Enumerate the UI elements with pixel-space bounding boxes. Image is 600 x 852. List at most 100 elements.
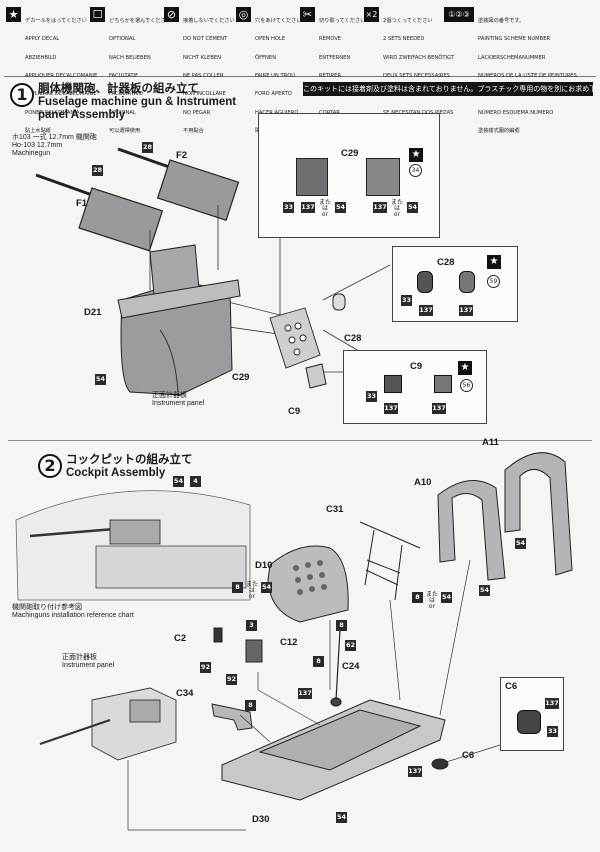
- part-label-c6-floor: C6: [462, 750, 475, 761]
- option-box-c9: C9 ★ 56 33 137 137: [343, 350, 487, 424]
- part-label-c29: C29: [341, 148, 359, 159]
- legend-line: FAIRE UN TROU: [255, 73, 296, 80]
- legend-line: WIRD ZWEIFACH BENÖTIGT: [383, 54, 455, 61]
- color-code: 137: [408, 766, 422, 777]
- legend-line: 穴をあけてください: [255, 18, 302, 25]
- legend-line: OPCIONAL: [109, 109, 136, 116]
- instrument-panel-plain: [296, 158, 328, 196]
- part-label-c34: C34: [176, 688, 194, 699]
- no-cement-icon: ⊘: [164, 7, 179, 22]
- part-label-a11: A11: [482, 437, 499, 448]
- reference-note-jp: 機関砲取り付け参考図: [12, 604, 82, 611]
- step-divider: [8, 440, 592, 441]
- step-number: 2: [38, 454, 62, 478]
- c28-part-decal: [459, 271, 475, 293]
- color-code: 8: [336, 620, 347, 631]
- part-label-c2: C2: [174, 633, 187, 644]
- part-label-c24: C24: [342, 661, 360, 672]
- color-code: 33: [401, 295, 412, 306]
- legend-line: ÖFFNEN: [255, 54, 277, 61]
- part-label-a10: A10: [414, 477, 432, 488]
- part-label-c28: C28: [344, 333, 362, 344]
- legend-bar: ★ デカールをはってください APPLY DECAL ABZIEHBILD AP…: [4, 4, 596, 134]
- color-code: 54: [407, 202, 418, 213]
- legend-line: 貼上水貼紙: [25, 127, 51, 134]
- color-code: 62: [345, 640, 356, 651]
- legend-line: APPLIQUER DECALCOMANIE: [25, 73, 98, 80]
- cut-off-icon: ✂: [300, 7, 315, 22]
- color-code: 33: [366, 391, 377, 402]
- color-code: 33: [283, 202, 294, 213]
- legend-line: DO NOT CEMENT: [183, 36, 228, 43]
- part-label-c9: C9: [288, 406, 301, 417]
- color-code: 137: [432, 403, 446, 414]
- or-jp: または: [390, 199, 403, 212]
- color-code: 8: [412, 592, 423, 603]
- panel-note-line: 正面計器板: [152, 392, 187, 399]
- part-label-f1: F1: [76, 198, 88, 209]
- legend-line: RETIRER: [319, 73, 342, 80]
- legend-line: 不用黏合: [183, 127, 204, 134]
- star-icon: ★: [458, 361, 472, 375]
- decal-number: 56: [460, 379, 473, 392]
- legend-line: OPEN HOLE: [255, 36, 286, 43]
- c9-part-plain: [384, 375, 402, 393]
- color-code: 3: [246, 620, 257, 631]
- legend-line: PONER CALCOMANIA: [25, 109, 80, 116]
- part-label-c6: C6: [505, 681, 518, 692]
- legend-line: どちらかを選んでください: [109, 18, 171, 25]
- legend-line: SE NECESITAN DOS PIEZAS: [383, 109, 454, 116]
- color-code: 54: [441, 592, 452, 603]
- color-code: 54: [173, 476, 184, 487]
- color-code: 33: [547, 726, 558, 737]
- reference-note: 機関砲取り付け参考図 Machinguns installation refer…: [12, 604, 134, 620]
- star-icon: ★: [487, 255, 501, 269]
- part-label-c9: C9: [410, 361, 423, 372]
- open-hole-icon: ◎: [236, 7, 251, 22]
- legend-line: HACER AGUJERO: [255, 110, 375, 116]
- color-code: 137: [545, 698, 559, 709]
- panel-note: 正面計器板 Instrument panel: [152, 392, 204, 408]
- step-title-en: panel Assembly: [38, 109, 126, 121]
- decal-number: 34: [409, 164, 422, 177]
- legend-line: ENTFERNEN: [319, 54, 351, 61]
- notice-banner: このキットには接着剤及び塗料は含まれておりません。プラスチック専用の物を別にお求…: [303, 82, 593, 96]
- panel-note-jp: 正面計器板: [62, 654, 97, 661]
- color-code: 54: [515, 538, 526, 549]
- or-jp: または: [245, 581, 258, 594]
- legend-line: 2個つくってください: [383, 18, 433, 25]
- legend-line: FACOLTATIVO: [109, 91, 143, 98]
- step-title: コックピットの組み立て Cockpit Assembly: [66, 454, 193, 480]
- or-jp: または: [425, 591, 438, 604]
- gun-note: ホ103 一式 12.7mm 機関砲 Ho-103 12.7mm Machine…: [12, 134, 97, 158]
- panel-note-en: Instrument panel: [62, 662, 115, 669]
- or-en: or: [321, 211, 329, 218]
- legend-line: 接着しないでください: [183, 18, 235, 25]
- color-code: 4: [190, 476, 201, 487]
- legend-line: APPLICARE DECALCOMANIE: [25, 91, 97, 98]
- legend-line: FACULTATIF: [109, 73, 139, 80]
- legend-line: FORO APERTO: [255, 91, 292, 98]
- legend-line: NO PEGAR: [183, 109, 211, 116]
- color-code: 92: [200, 662, 211, 673]
- color-code: 92: [226, 674, 237, 685]
- color-code: 137: [301, 202, 315, 213]
- part-label-d21: D21: [84, 307, 102, 318]
- legend-line: デカールをはってください: [25, 18, 87, 25]
- c28-part-plain: [417, 271, 433, 293]
- color-code: 54: [479, 585, 490, 596]
- color-code: 54: [95, 374, 106, 385]
- color-code: 28: [92, 165, 103, 176]
- legend-line: PAINTING SCHEME NUMBER: [478, 36, 551, 43]
- legend-line: OPTIONAL: [109, 36, 136, 43]
- times-two-icon: ×2: [364, 7, 379, 22]
- c9-part-decal: [434, 375, 452, 393]
- legend-line: NACH BELIEBEN: [109, 54, 151, 61]
- color-code: 8: [313, 656, 324, 667]
- or-en: or: [393, 211, 401, 218]
